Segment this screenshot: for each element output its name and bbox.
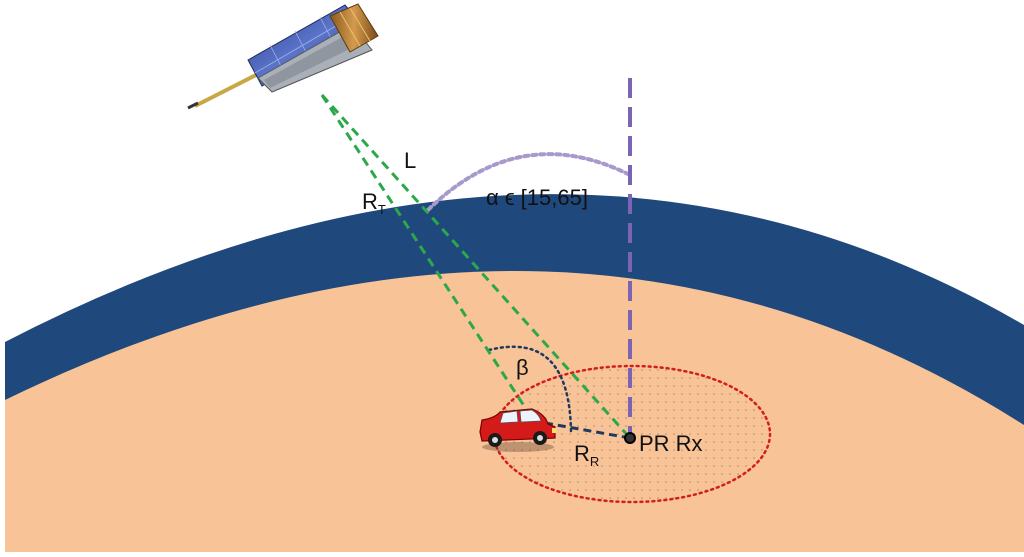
label-L: L: [404, 148, 417, 173]
label-RR-main: R: [574, 441, 590, 466]
target-receiver-line-RR: [544, 421, 631, 440]
bistatic-angle-arc: [487, 345, 573, 435]
label-RR: RR: [574, 441, 600, 469]
label-RR-subscript: R: [589, 454, 600, 469]
label-alpha-range: α ϵ [15,65]: [486, 185, 588, 210]
transmitter-target-line-RT: [320, 94, 530, 413]
label-receiver: PR Rx: [639, 431, 703, 456]
label-RT: RT: [362, 189, 386, 217]
label-beta: β: [516, 355, 529, 380]
direct-path-line-L: [320, 93, 632, 440]
elevation-angle-arc: [426, 152, 632, 212]
label-RT-subscript: T: [377, 202, 386, 217]
receiver-point: [624, 432, 636, 444]
satellite-icon: [187, 3, 379, 110]
label-RT-main: R: [362, 189, 378, 214]
car-icon: [479, 408, 556, 452]
